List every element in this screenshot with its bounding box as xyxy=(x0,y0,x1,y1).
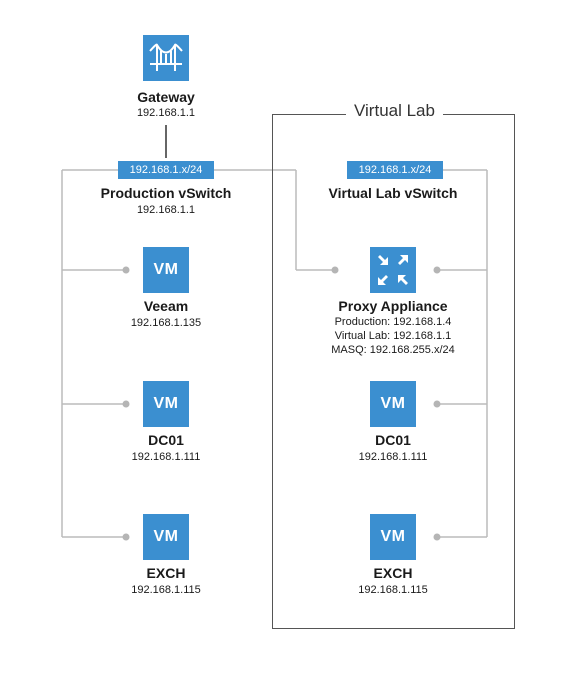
vm-icon: VM xyxy=(143,514,189,560)
vm-ip-veeam: 192.168.1.135 xyxy=(130,317,202,329)
proxy-virtual-lab-ip: Virtual Lab: 192.168.1.1 xyxy=(334,330,452,342)
vm-icon: VM xyxy=(370,514,416,560)
proxy-masq-subnet: MASQ: 192.168.255.x/24 xyxy=(331,344,455,356)
vm-icon: VM xyxy=(143,381,189,427)
vm-ip-dc01: 192.168.1.111 xyxy=(131,451,201,463)
lab-vm-name-exch: EXCH xyxy=(373,565,413,581)
production-switch-title: Production vSwitch xyxy=(100,185,232,201)
production-switch-subnet: 192.168.1.x/24 xyxy=(118,161,214,179)
vm-ip-exch: 192.168.1.115 xyxy=(131,584,201,596)
gateway-title: Gateway xyxy=(137,89,195,105)
production-switch-ip: 192.168.1.1 xyxy=(136,204,196,216)
lab-switch-title: Virtual Lab vSwitch xyxy=(328,185,458,201)
lab-vm-ip-dc01: 192.168.1.111 xyxy=(358,451,428,463)
vm-name-dc01: DC01 xyxy=(148,432,184,448)
proxy-arrows-icon xyxy=(370,247,416,293)
vm-icon: VM xyxy=(143,247,189,293)
proxy-title: Proxy Appliance xyxy=(338,298,448,314)
bridge-icon xyxy=(143,35,189,81)
vm-name-veeam: Veeam xyxy=(143,298,189,314)
lab-vm-ip-exch: 192.168.1.115 xyxy=(358,584,428,596)
gateway-ip: 192.168.1.1 xyxy=(136,107,196,119)
virtual-lab-title: Virtual Lab xyxy=(346,101,443,121)
proxy-production-ip: Production: 192.168.1.4 xyxy=(334,316,452,328)
lab-vm-name-dc01: DC01 xyxy=(375,432,411,448)
vm-name-exch: EXCH xyxy=(146,565,186,581)
vm-icon: VM xyxy=(370,381,416,427)
lab-switch-subnet: 192.168.1.x/24 xyxy=(347,161,443,179)
